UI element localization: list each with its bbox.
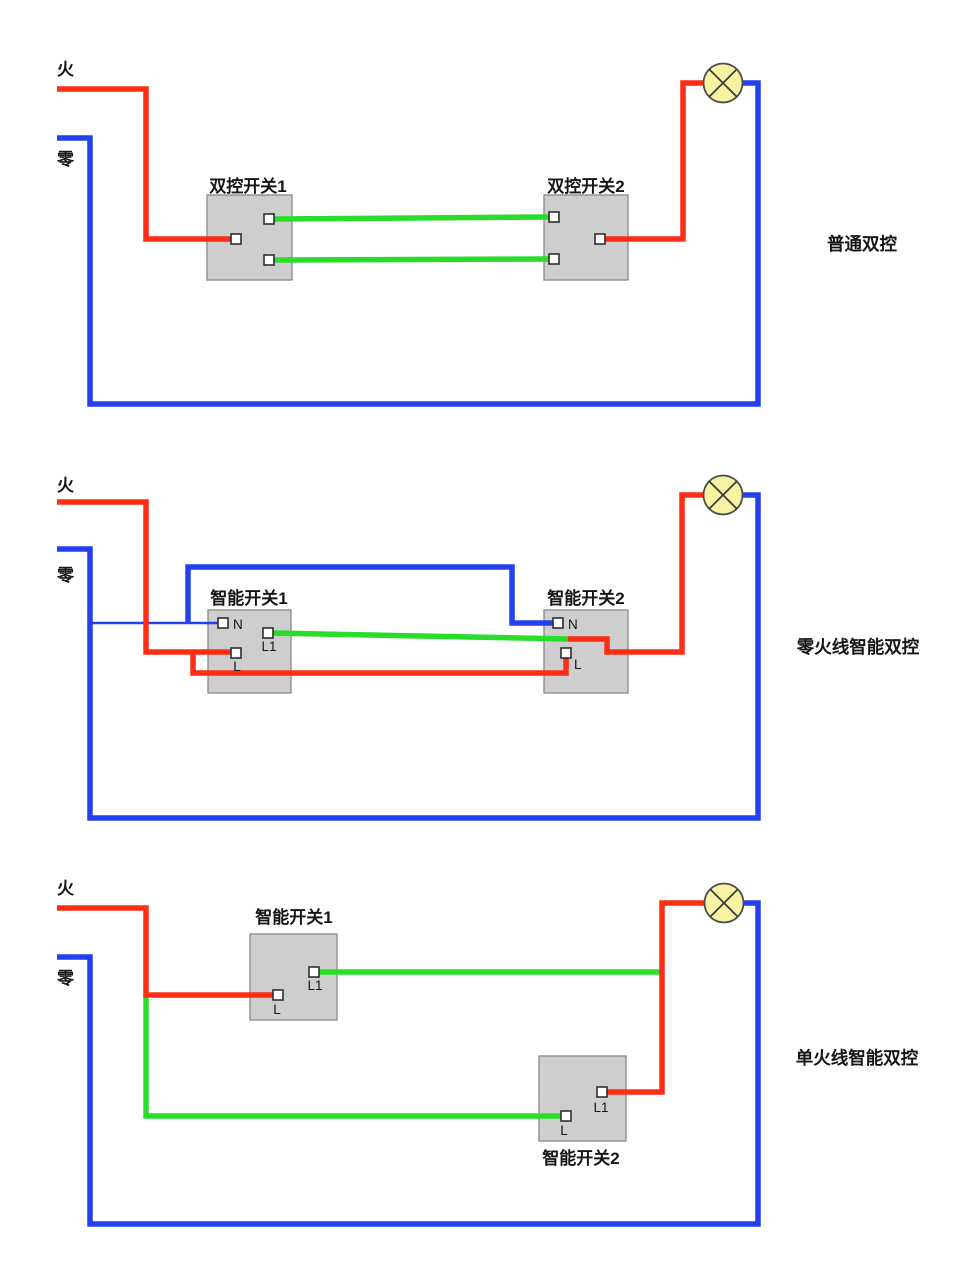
live-feed-wire (57, 499, 231, 655)
dual-switch-2-terminal-0 (548, 211, 560, 223)
smart-switch-2-label: 智能开关2 (547, 588, 624, 608)
single-live-smart-dual-control-title: 单火线智能双控 (796, 1048, 919, 1068)
dual-switch-2-terminal-2 (594, 233, 606, 245)
ordinary-dual-control-neutral-label: 零 (56, 150, 75, 169)
ordinary-dual-control-title: 普通双控 (827, 234, 897, 254)
smart-switch-1-label: 智能开关1 (210, 588, 287, 608)
live-feed-wire (57, 905, 273, 998)
single-live-smart-dual-control-neutral-label: 零 (56, 969, 75, 988)
smart-switch-2-terminal-label-n: N (568, 617, 578, 632)
ordinary-dual-control-live-label: 火 (57, 60, 75, 79)
smart-switch-2-box (538, 1055, 627, 1142)
smart-switch-1-terminal-l1 (262, 627, 274, 639)
smart-switch-1-box (249, 933, 338, 1021)
lamp-icon (702, 474, 744, 516)
dual-switch-2-terminal-1 (548, 253, 560, 265)
signal-link-wire (272, 630, 569, 642)
neutral-loop-wire (57, 80, 761, 407)
lamp-cross-line (709, 888, 739, 918)
neutral-loop-wire (57, 492, 761, 821)
smart-switch-2-terminal-l1 (596, 1086, 608, 1098)
lamp-icon (703, 882, 745, 924)
smart-switch-2-label: 智能开关2 (542, 1148, 619, 1168)
smart-switch-2-terminal-label-l: L (574, 657, 582, 672)
smart-switch-1-terminal-label-n: N (233, 617, 243, 632)
smart-switch-1-terminal-label-l1: L1 (261, 639, 276, 654)
smart-switch-2-terminal-l (560, 647, 572, 659)
neutral-loop-wire (57, 900, 761, 1227)
smart-switch-1-terminal-label-l: L (233, 659, 241, 674)
smart-switch-1-terminal-l (272, 989, 284, 1001)
smart-switch-2-terminal-n (552, 617, 564, 629)
dual-switch-2-label: 双控开关2 (547, 176, 624, 196)
live-to-lamp-wire (607, 900, 705, 1095)
smart-switch-1-terminal-l (230, 647, 242, 659)
dual-switch-1-terminal-0 (230, 233, 242, 245)
live-feed-wire (57, 86, 231, 242)
dual-switch-1-label: 双控开关1 (209, 176, 286, 196)
traveler-wire-2-wire (273, 256, 550, 263)
neutral-live-smart-dual-control-title: 零火线智能双控 (796, 637, 920, 657)
signal-down-link-wire (143, 995, 561, 1119)
lamp-icon (702, 62, 744, 104)
smart-switch-2-terminal-label-l1: L1 (593, 1100, 608, 1115)
smart-switch-1-terminal-label-l1: L1 (307, 978, 322, 993)
smart-switch-1-terminal-label-l: L (273, 1002, 281, 1017)
dual-switch-1-terminal-2 (263, 254, 275, 266)
neutral-branch-switch2-wire (185, 564, 553, 626)
live-to-lamp-wire (605, 80, 704, 242)
dual-switch-1-terminal-1 (263, 213, 275, 225)
lamp-cross-line (708, 480, 738, 510)
smart-switch-1-terminal-l1 (308, 966, 320, 978)
live-branch-switch2-wire (190, 652, 569, 676)
lamp-cross-line (708, 68, 738, 98)
smart-switch-2-terminal-label-l: L (560, 1123, 568, 1138)
live-to-lamp-wire (568, 492, 704, 655)
smart-switch-1-terminal-n (217, 617, 229, 629)
smart-switch-2-terminal-l (560, 1110, 572, 1122)
neutral-live-smart-dual-control-live-label: 火 (57, 476, 75, 495)
neutral-live-smart-dual-control-neutral-label: 零 (56, 566, 75, 585)
smart-switch-1-label: 智能开关1 (255, 907, 332, 927)
traveler-wire-1-wire (273, 214, 550, 222)
single-live-smart-dual-control-live-label: 火 (57, 879, 75, 898)
